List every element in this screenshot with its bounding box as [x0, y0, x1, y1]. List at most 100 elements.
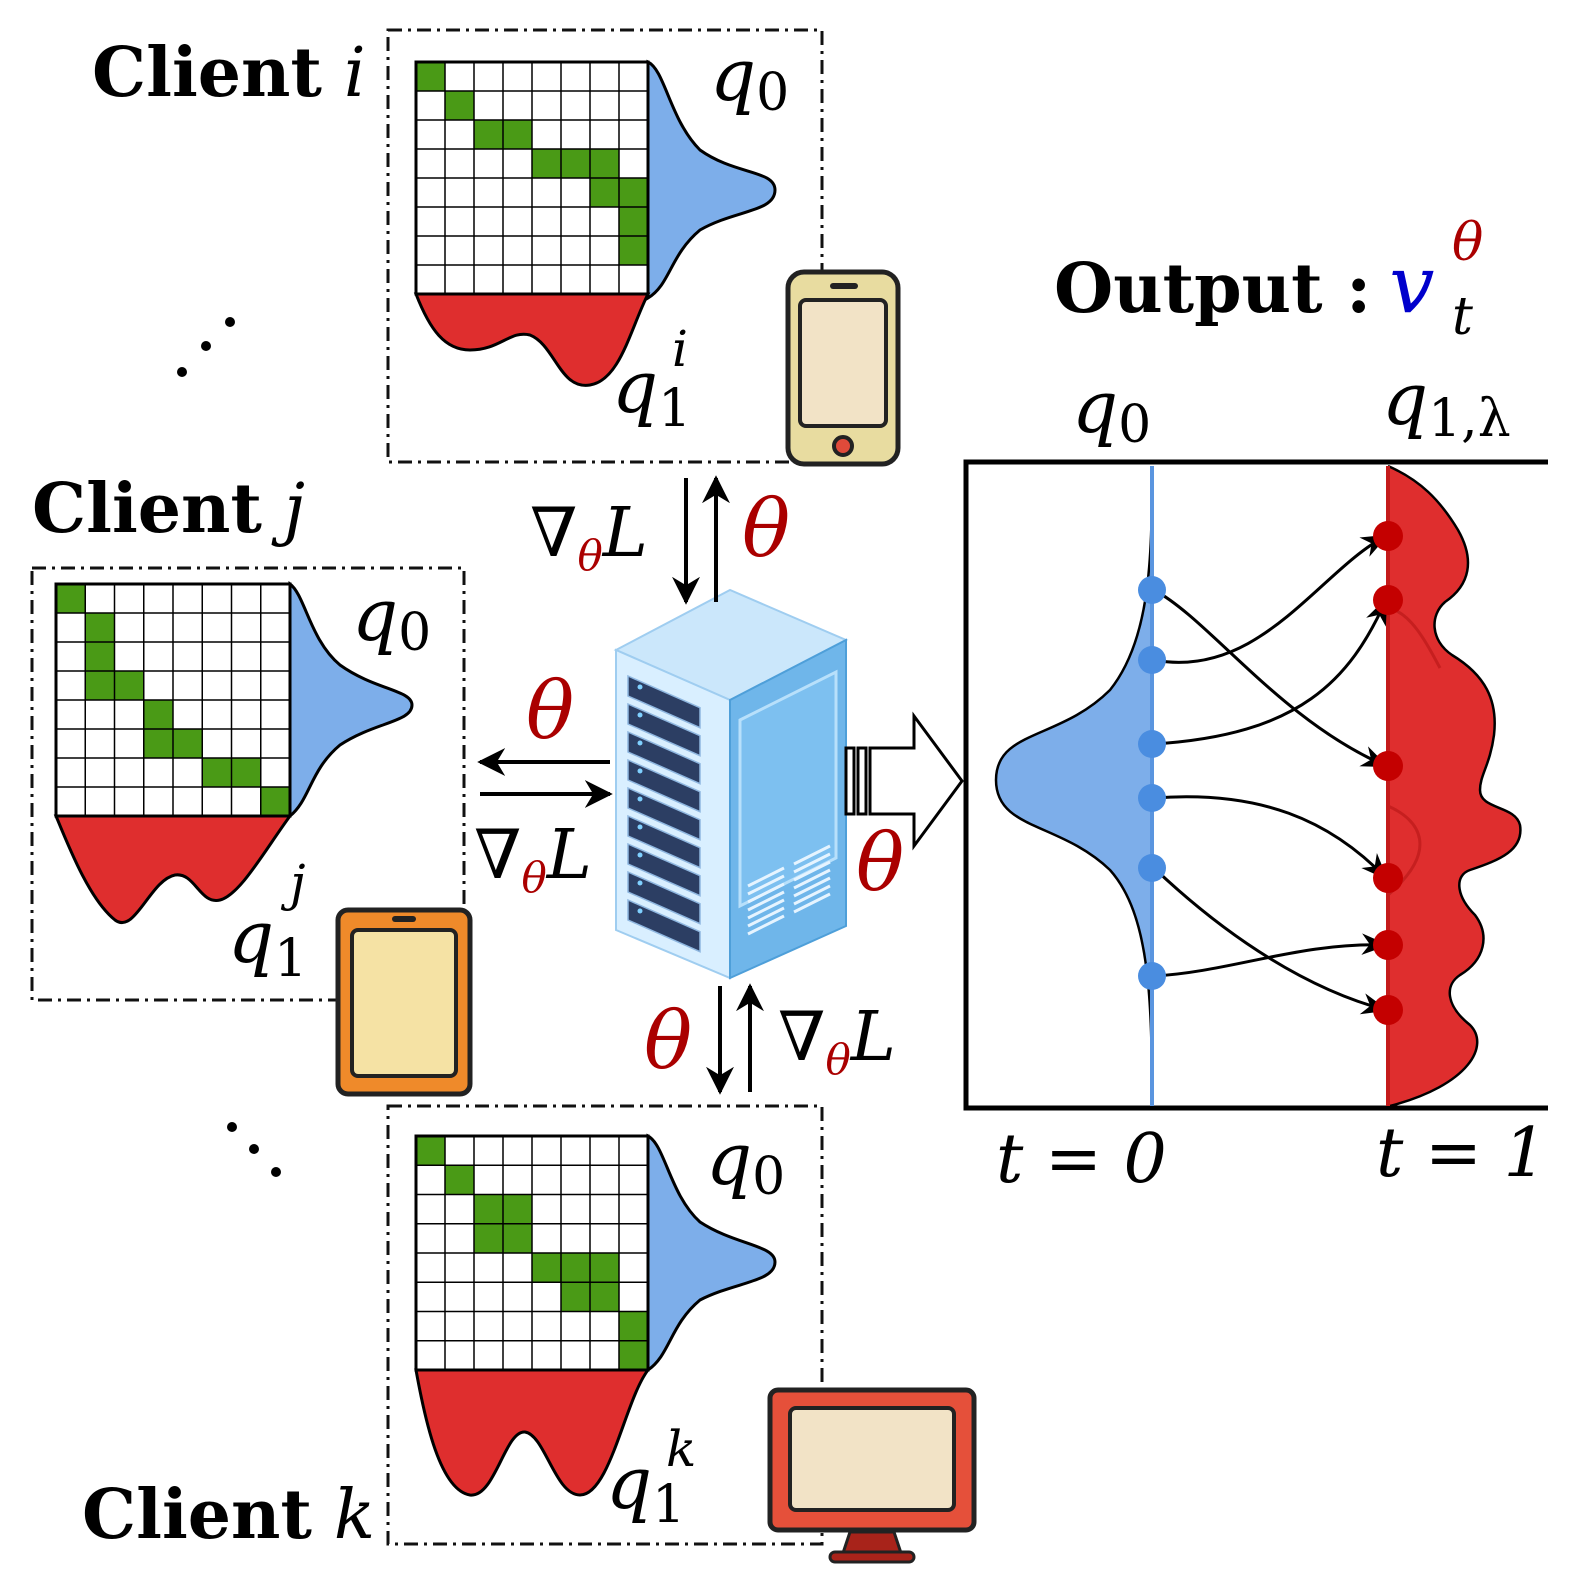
client-j-source-density — [288, 581, 414, 820]
server-output-arrow: θ — [844, 711, 964, 909]
coupling-cell — [590, 1253, 619, 1283]
source-point — [1138, 784, 1166, 812]
exchange-bottom: θ ∇θL — [644, 983, 896, 1095]
coupling-cell — [619, 178, 648, 207]
output-source-density — [996, 470, 1152, 1108]
coupling-cell — [532, 1253, 561, 1283]
coupling-cell — [503, 120, 532, 149]
client-j-coupling-grid — [54, 582, 292, 818]
coupling-cell — [143, 700, 173, 729]
output-flow-trajectories — [1152, 534, 1389, 1015]
coupling-cell — [416, 62, 445, 91]
output-source-label: q0 — [1072, 365, 1151, 455]
client-k-label: Client k — [82, 1475, 375, 1555]
output-target-points — [1373, 521, 1403, 1025]
client-i-source-label: q0 — [710, 33, 789, 123]
output-plot-frame — [963, 459, 1548, 1111]
client-k-panel: Client k q0 q1 k — [82, 1104, 977, 1564]
output-panel: Output : v θ t q0 q1,λ — [963, 213, 1548, 1199]
client-i-panel: Client i q0 q1 i — [92, 28, 901, 467]
coupling-cell — [260, 787, 290, 816]
coupling-cell — [85, 671, 115, 700]
coupling-cell — [114, 671, 144, 700]
client-k-coupling-grid — [414, 1134, 650, 1372]
output-target-label: q1,λ — [1382, 357, 1511, 449]
coupling-cell — [85, 642, 115, 671]
coupling-cell — [619, 236, 648, 265]
client-j-source-label: q0 — [352, 573, 431, 663]
source-point — [1138, 962, 1166, 990]
coupling-cell — [202, 758, 232, 787]
ellipsis-upper — [177, 317, 235, 377]
source-point — [1138, 730, 1166, 758]
target-point — [1373, 521, 1403, 551]
coupling-cell — [56, 584, 86, 613]
output-title: Output : v — [1054, 238, 1434, 331]
server-rack-slots — [627, 674, 701, 953]
output-source-points — [1138, 576, 1166, 990]
coupling-cell — [561, 149, 590, 178]
source-point — [1138, 646, 1166, 674]
client-i-coupling-grid — [414, 60, 650, 296]
coupling-cell — [474, 120, 503, 149]
coupling-cell — [173, 729, 203, 758]
coupling-cell — [143, 729, 173, 758]
client-i-source-density — [646, 59, 777, 301]
exchange-left: θ ∇θL — [474, 664, 613, 902]
ellipsis-lower — [227, 1122, 281, 1177]
output-t-start: t = 0 — [996, 1120, 1167, 1199]
client-j-panel: Client j q0 q1 j — [30, 469, 473, 1097]
coupling-cell — [445, 1165, 474, 1195]
target-point — [1373, 585, 1403, 615]
client-k-target-density — [414, 1368, 652, 1497]
coupling-cell — [590, 178, 619, 207]
client-j-target-density — [53, 814, 293, 924]
client-i-target-label: q1 — [612, 345, 691, 439]
output-field-sub: t — [1452, 287, 1473, 347]
coupling-cell — [445, 91, 474, 120]
coupling-cell — [561, 1282, 590, 1312]
exchange-bottom-theta: θ — [644, 994, 692, 1087]
output-field-sup: θ — [1452, 213, 1483, 273]
exchange-top-theta: θ — [742, 482, 790, 575]
exchange-left-theta: θ — [526, 664, 574, 757]
client-i-frame — [386, 28, 824, 464]
exchange-left-gradient: ∇θL — [474, 816, 592, 902]
output-t-end: t = 1 — [1376, 1114, 1547, 1193]
client-k-target-sup: k — [666, 1420, 696, 1478]
client-k-frame — [386, 1104, 824, 1546]
client-i-target-density — [413, 292, 651, 387]
coupling-cell — [474, 1194, 503, 1224]
source-point — [1138, 854, 1166, 882]
exchange-bottom-gradient: ∇θL — [778, 998, 896, 1084]
output-target-density — [1388, 466, 1521, 1106]
client-k-source-label: q0 — [706, 1117, 785, 1207]
client-j-target-label: q1 — [228, 895, 307, 989]
client-j-target-sup: j — [280, 854, 306, 912]
server-icon — [613, 588, 849, 980]
client-j-label: Client j — [32, 469, 305, 549]
tablet-icon — [335, 907, 473, 1097]
coupling-cell — [231, 758, 261, 787]
target-point — [1373, 995, 1403, 1025]
coupling-cell — [85, 613, 115, 642]
coupling-cell — [503, 1223, 532, 1253]
coupling-cell — [532, 149, 561, 178]
client-k-source-density — [646, 1133, 777, 1373]
exchange-top: ∇θL θ — [530, 475, 790, 605]
server-vents — [747, 844, 831, 936]
coupling-cell — [619, 207, 648, 236]
client-i-target-sup: i — [672, 320, 688, 378]
client-i-label: Client i — [92, 33, 366, 113]
coupling-cell — [619, 1340, 648, 1370]
coupling-cell — [590, 149, 619, 178]
output-arrow-theta: θ — [856, 816, 904, 909]
coupling-cell — [474, 1223, 503, 1253]
monitor-icon — [767, 1387, 977, 1564]
source-point — [1138, 576, 1166, 604]
coupling-cell — [561, 1253, 590, 1283]
client-j-frame — [30, 566, 466, 1002]
coupling-cell — [590, 1282, 619, 1312]
coupling-cell — [503, 1194, 532, 1224]
